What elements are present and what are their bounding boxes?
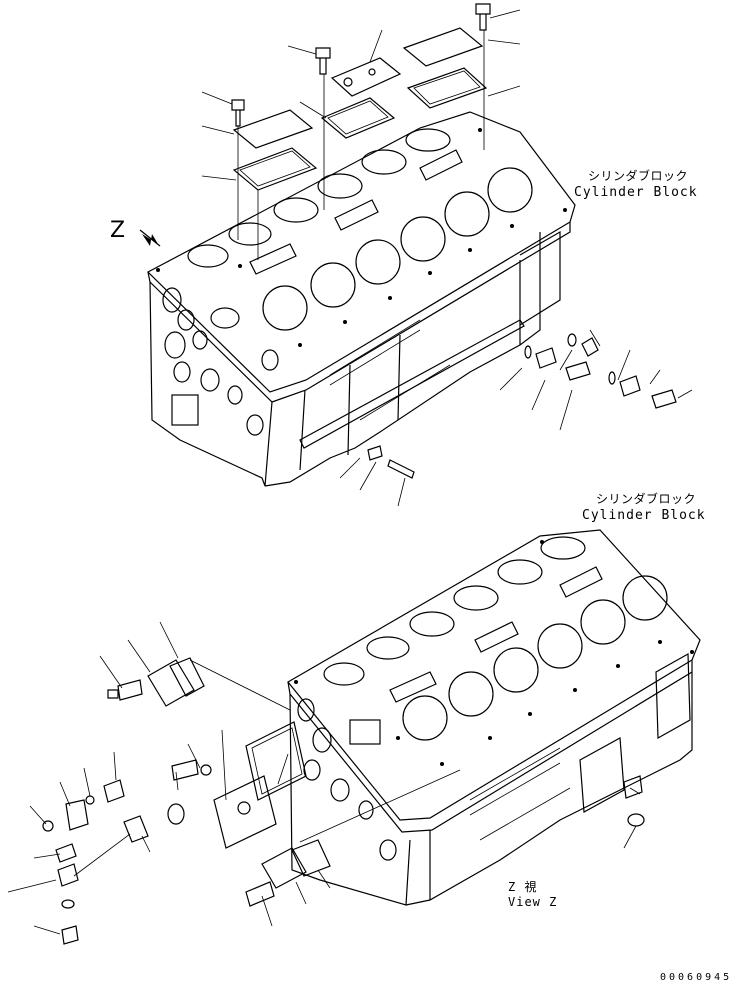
view-caption-en: View Z bbox=[508, 895, 558, 909]
view-z-arrow bbox=[139, 229, 161, 247]
top-cylinder-block bbox=[146, 111, 576, 487]
view-arrow-letter: Z bbox=[110, 218, 126, 243]
bottom-exploded-parts bbox=[42, 657, 645, 945]
bottom-cylinder-block bbox=[287, 529, 701, 906]
drawing-number: 00060945 bbox=[660, 972, 733, 983]
bottom-leaders bbox=[7, 621, 641, 935]
top-small-parts bbox=[367, 333, 677, 479]
bottom-block-label-en: Cylinder Block bbox=[582, 508, 706, 523]
top-leaders bbox=[201, 9, 693, 507]
bottom-block-label-jp: シリンダブロック bbox=[596, 492, 697, 506]
top-block-label-en: Cylinder Block bbox=[574, 185, 698, 200]
top-covers bbox=[231, 3, 491, 260]
view-caption-jp: Z 視 bbox=[508, 880, 538, 894]
top-block-label-jp: シリンダブロック bbox=[588, 169, 689, 183]
